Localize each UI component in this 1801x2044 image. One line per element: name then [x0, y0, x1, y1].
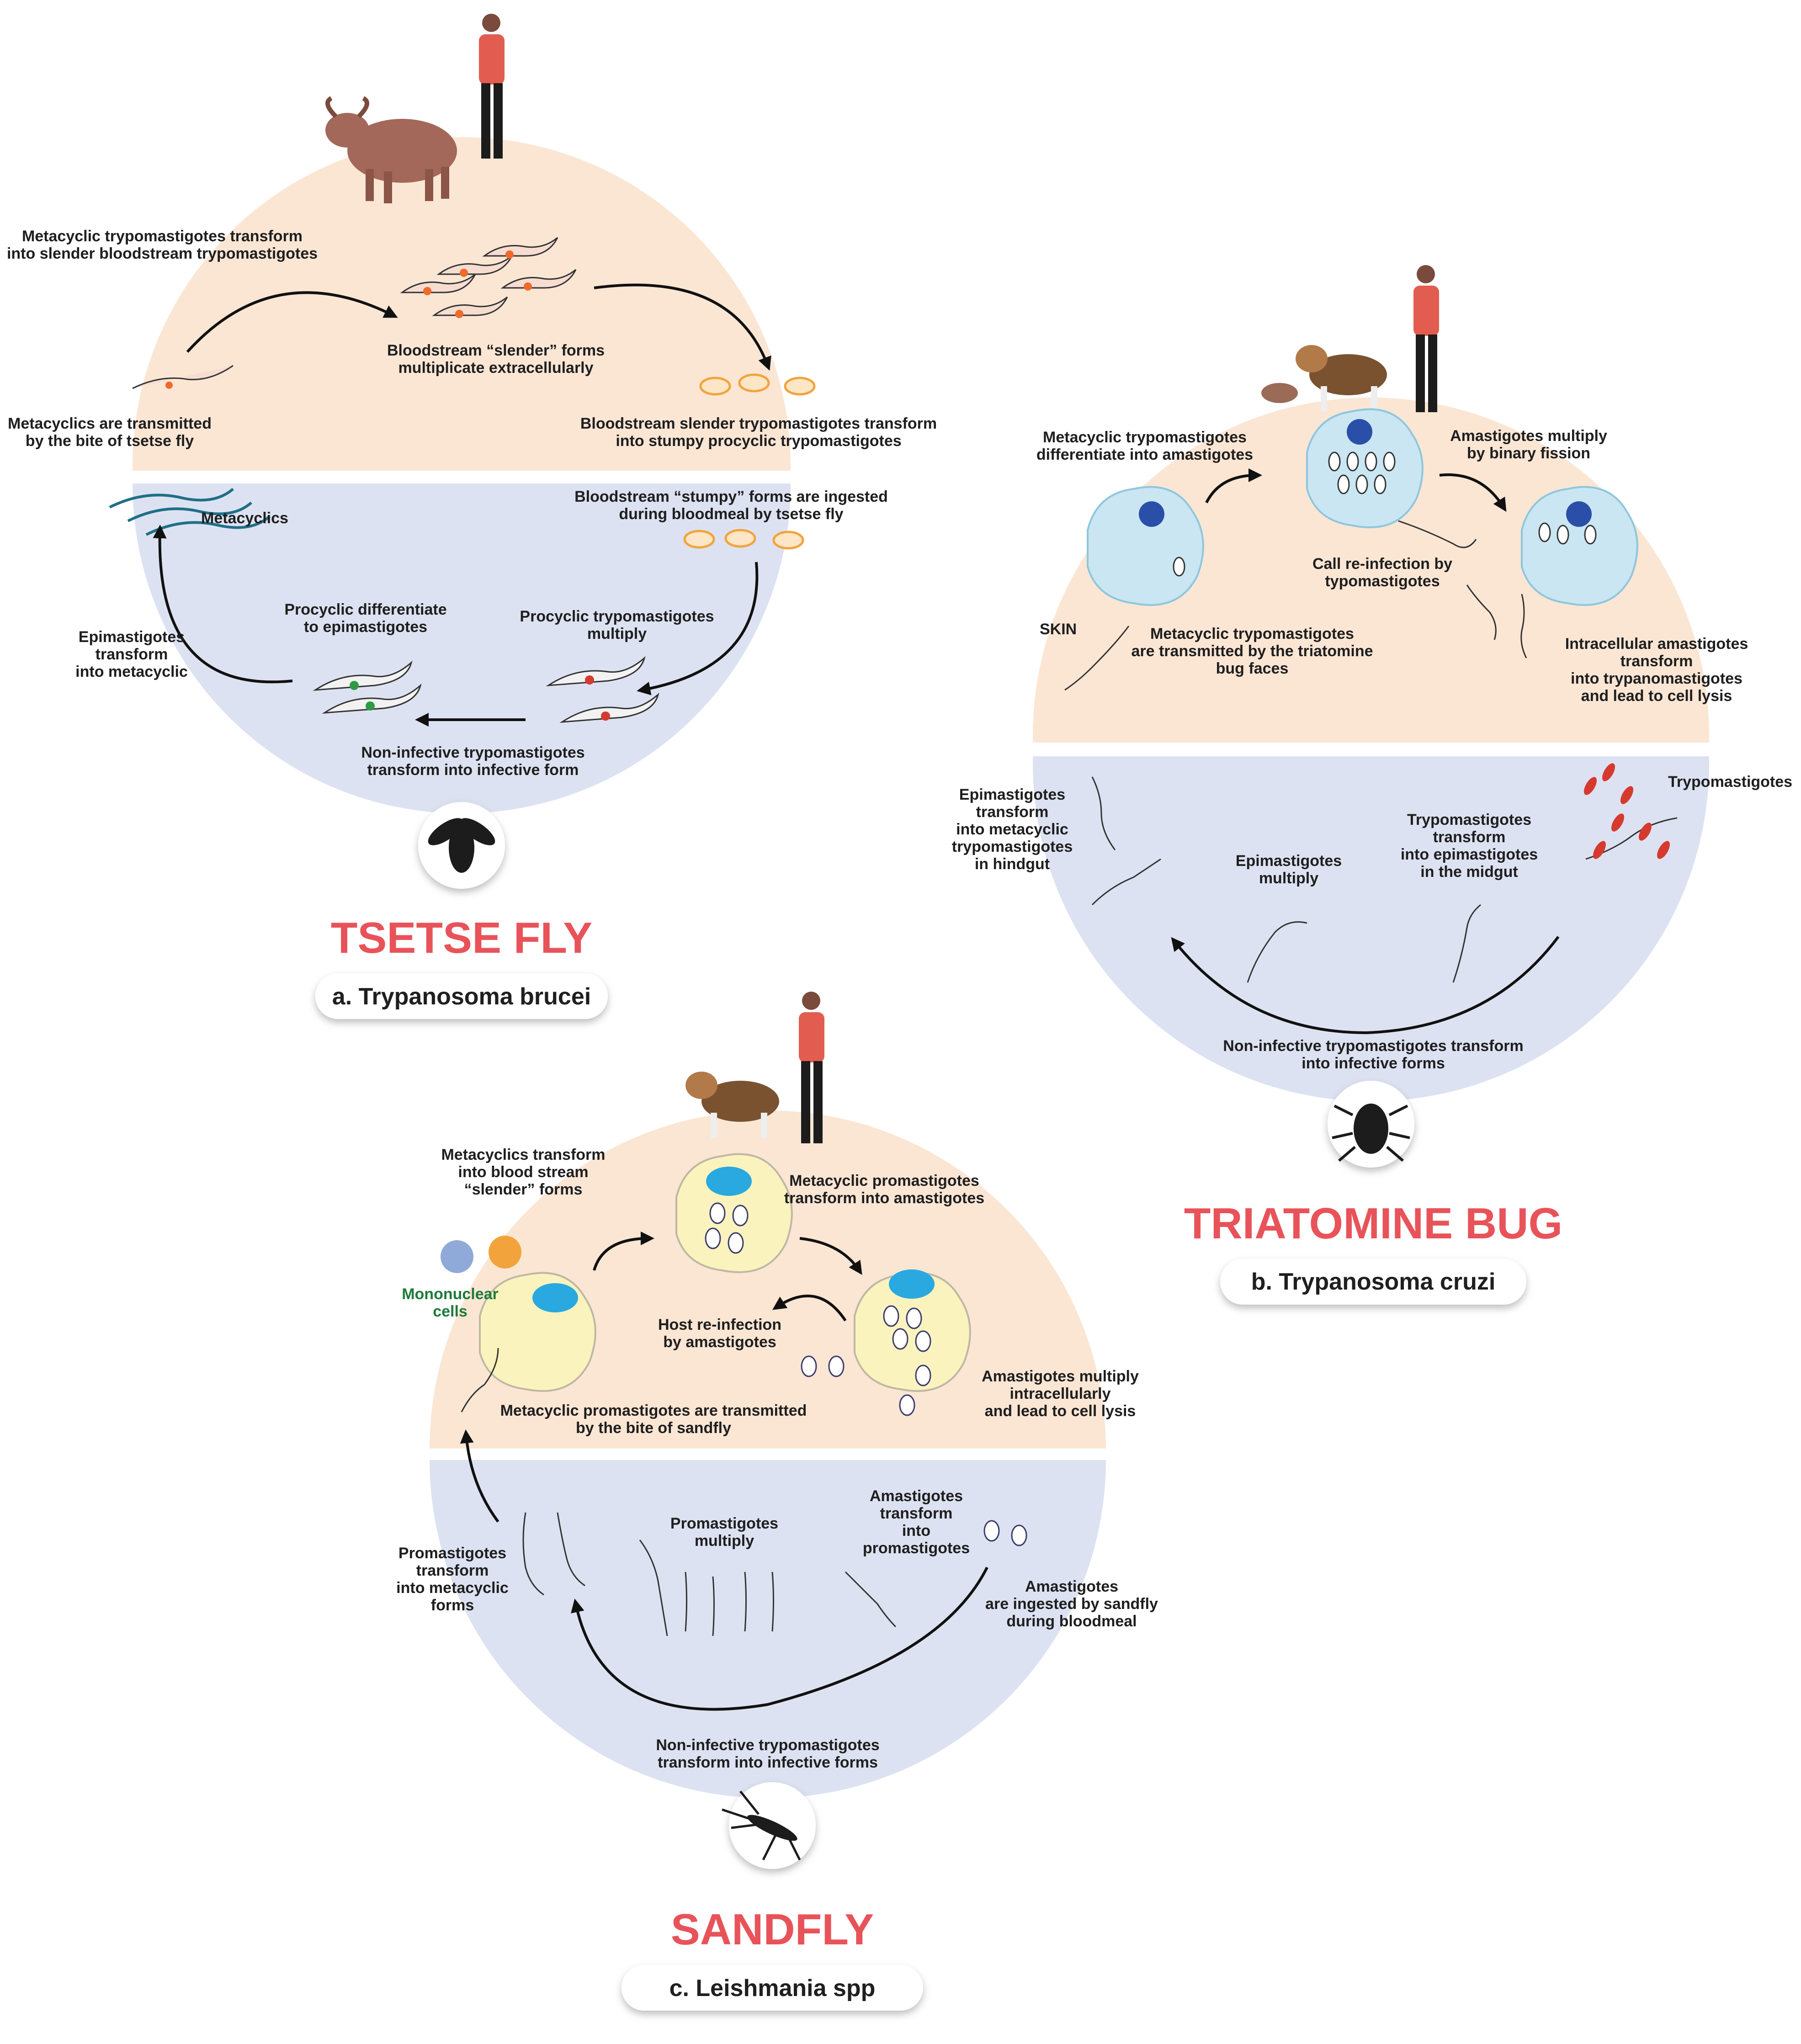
mouse-icon	[1261, 383, 1298, 403]
cycle-arrows-a	[153, 283, 771, 727]
dog-icon	[1296, 345, 1387, 411]
mononuclear-cells	[441, 1236, 521, 1273]
human-icon	[1413, 265, 1439, 412]
amastigotes-c	[705, 1202, 1027, 1546]
red-trypomastigotes	[1584, 763, 1670, 859]
vector-title-a: TSETSE FLY	[331, 913, 593, 962]
dog-icon	[685, 1072, 779, 1138]
triatomine-bug-icon	[1332, 1104, 1410, 1162]
species-pill-c	[622, 1965, 923, 2011]
stumpy-forms-vector	[683, 529, 804, 550]
label-c-promast-transmitted: Metacyclic promastigotes are transmitted…	[500, 1402, 807, 1437]
tsetse-fly-icon	[428, 818, 495, 873]
species-label-c: c. Leishmania spp	[669, 1975, 876, 2002]
vector-title-c: SANDFLY	[671, 1905, 874, 1954]
host-stage-a	[133, 137, 791, 471]
species-pill-b	[1220, 1259, 1526, 1305]
species-label-a: a. Trypanosoma brucei	[332, 983, 591, 1010]
vector-stage-b	[1033, 756, 1709, 1101]
host-stage-b	[1033, 398, 1709, 743]
promastigotes-c	[461, 1348, 897, 1636]
stumpy-forms-host	[699, 373, 816, 396]
vector-stage-a	[133, 483, 791, 813]
slender-forms	[400, 237, 577, 316]
species-pill-a	[315, 973, 608, 1019]
host-cells-b	[1087, 408, 1638, 606]
cycle-arrows-c	[460, 1232, 988, 1711]
label-a-metacyclics: Metacyclics	[201, 510, 288, 527]
label-b-trypomastigotes: Trypomastigotes	[1668, 773, 1792, 791]
amastigotes-b	[1173, 451, 1597, 577]
metacyclic-form	[132, 365, 234, 389]
cycle-arrows-b	[1171, 468, 1560, 1035]
species-label-b: b. Trypanosoma cruzi	[1251, 1269, 1496, 1295]
sandfly-icon	[722, 1790, 801, 1861]
trypomastigotes-host-b	[1064, 520, 1527, 691]
vector-title-b: TRIATOMINE BUG	[1184, 1199, 1562, 1248]
human-icon	[799, 992, 824, 1143]
metacyclics-vector	[109, 488, 271, 536]
epimastigotes-vector	[313, 660, 422, 714]
human-icon	[479, 14, 505, 159]
procyclic-forms	[546, 656, 659, 723]
vector-stage-c	[430, 1460, 1106, 1798]
label-a-slender-to-stumpy: Bloodstream slender trypomastigotes tran…	[580, 415, 937, 450]
buffalo-icon	[325, 96, 457, 203]
label-b-skin: SKIN	[1040, 621, 1077, 638]
vector-forms-b	[1091, 776, 1678, 983]
